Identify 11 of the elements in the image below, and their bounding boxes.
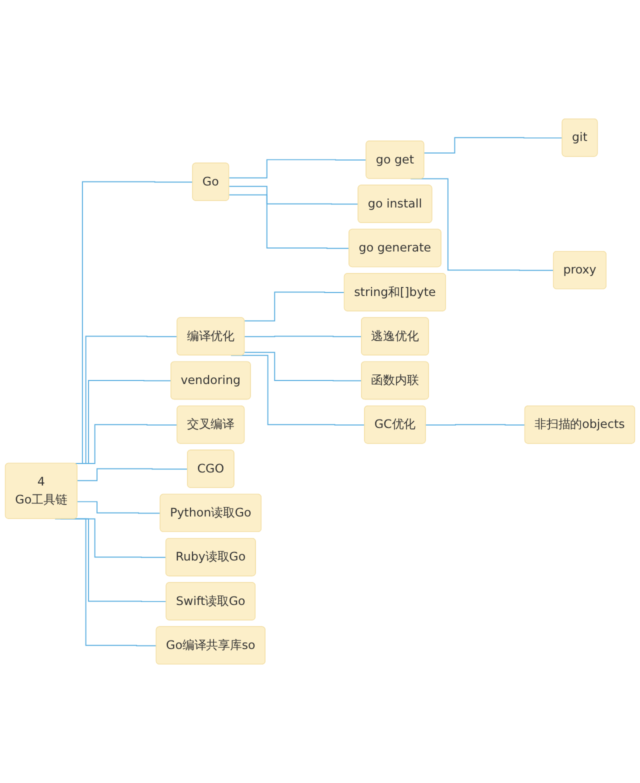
connector bbox=[228, 186, 359, 205]
connector bbox=[425, 424, 526, 426]
connector bbox=[76, 468, 188, 482]
connector bbox=[244, 352, 362, 382]
connector bbox=[76, 501, 161, 514]
connector bbox=[228, 159, 367, 178]
connector bbox=[410, 178, 554, 271]
connector bbox=[244, 336, 362, 338]
connector bbox=[228, 194, 350, 249]
connector bbox=[244, 292, 346, 322]
connector bbox=[424, 137, 563, 154]
